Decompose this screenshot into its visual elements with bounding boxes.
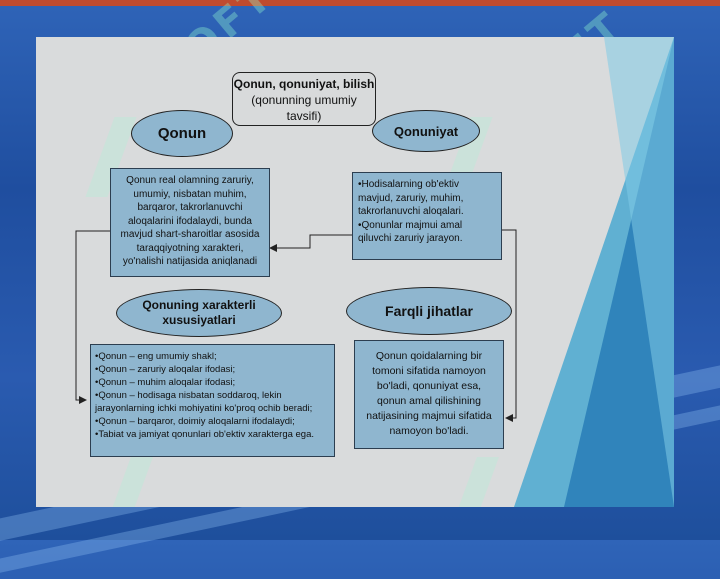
farq-label: Farqli jihatlar xyxy=(385,303,473,319)
list-item: •Qonun – barqaror, doimiy aloqalarni ifo… xyxy=(95,416,295,427)
list-item: •Qonunlar majmui amal qiluvchi zaruriy j… xyxy=(358,219,463,245)
list-item: •Qonun – muhim aloqalar ifodasi; xyxy=(95,377,236,388)
qonun-description-box: Qonun real olamning zaruriy, umumiy, nis… xyxy=(110,168,270,277)
xarakter-list-box: •Qonun – eng umumiy shakl; •Qonun – zaru… xyxy=(90,344,335,457)
qonun-label: Qonun xyxy=(157,125,207,142)
qonuniyat-ellipse: Qonuniyat xyxy=(372,110,480,152)
connector-lines xyxy=(75,229,517,422)
qonuniyat-list: •Hodisalarning ob'ektiv mavjud, zaruriy,… xyxy=(358,178,496,246)
qonun-ellipse: Qonun xyxy=(131,110,233,157)
farq-ellipse: Farqli jihatlar xyxy=(346,287,512,335)
farq-description-box: Qonun qoidalarning bir tomoni sifatida n… xyxy=(354,340,504,449)
qonuniyat-description-box: •Hodisalarning ob'ektiv mavjud, zaruriy,… xyxy=(352,172,502,260)
title-line-1: Qonun, qonuniyat, bilish xyxy=(233,77,375,91)
xarakter-label-2: xususiyatlari xyxy=(162,313,236,327)
list-item: •Qonun – eng umumiy shakl; xyxy=(95,351,217,362)
slide-canvas: Qonun, qonuniyat, bilish (qonunning umum… xyxy=(36,37,674,507)
list-item: •Hodisalarning ob'ektiv mavjud, zaruriy,… xyxy=(358,179,464,217)
diagram-title: Qonun, qonuniyat, bilish (qonunning umum… xyxy=(232,72,376,126)
xarakter-list: •Qonun – eng umumiy shakl; •Qonun – zaru… xyxy=(95,350,330,441)
top-accent-bar xyxy=(0,0,720,6)
title-line-2: (qonunning umumiy tavsifi) xyxy=(251,93,357,123)
farq-description: Qonun qoidalarning bir tomoni sifatida n… xyxy=(366,350,492,437)
decor-triangle xyxy=(604,37,674,507)
list-item: •Qonun – zaruriy aloqalar ifodasi; xyxy=(95,364,236,375)
list-item: •Qonun – hodisaga nisbatan soddaroq, lek… xyxy=(95,390,313,414)
qonun-description: Qonun real olamning zaruriy, umumiy, nis… xyxy=(120,175,260,267)
qonuniyat-label: Qonuniyat xyxy=(393,123,459,139)
xarakter-label-1: Qonuning xarakterli xyxy=(142,298,256,312)
xarakter-ellipse: Qonuning xarakterli xususiyatlari xyxy=(116,289,282,337)
list-item: •Tabiat va jamiyat qonunlari ob'ektiv xa… xyxy=(95,429,315,440)
